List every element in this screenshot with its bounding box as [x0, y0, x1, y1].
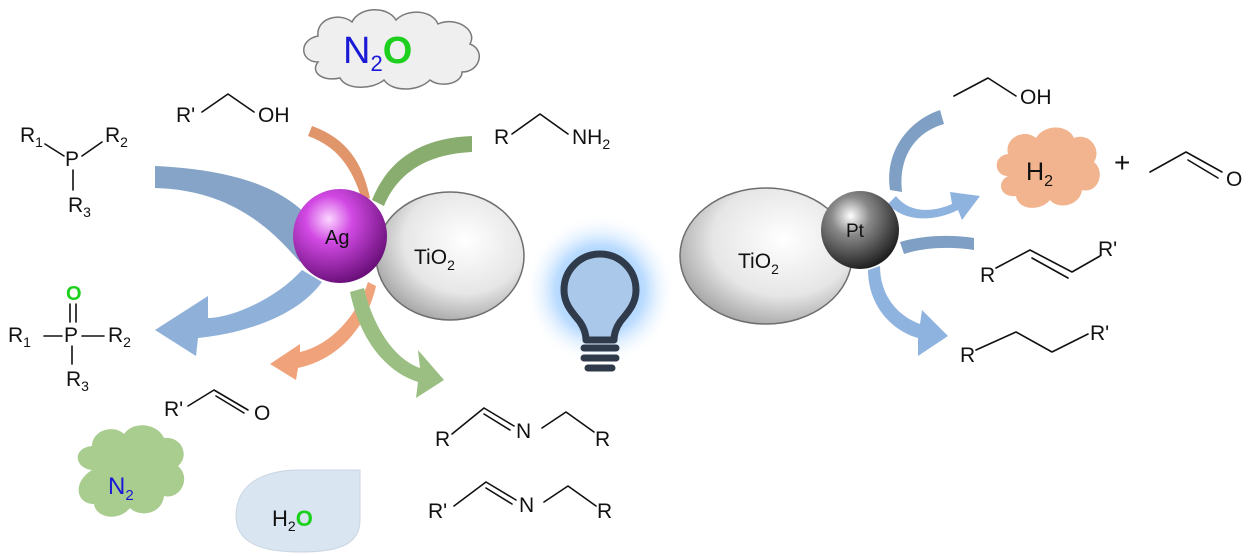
aldehyde-r: R'	[164, 398, 183, 421]
amine-nh2: NH2	[572, 126, 610, 152]
phosphine-r2: R2	[105, 124, 128, 150]
phosphine-molecule: R1 R2 P R3	[20, 124, 128, 220]
imine2-n: N	[519, 494, 534, 517]
phosphine-p: P	[65, 148, 79, 171]
imine1-molecule: R N R	[435, 407, 610, 451]
pt-nanoparticle: Pt	[821, 191, 899, 269]
alkane-molecule: R R'	[960, 322, 1109, 367]
h2-cloud: H2	[996, 127, 1100, 208]
n2o-n: N2O	[343, 30, 412, 76]
amine-molecule: R NH2	[494, 113, 610, 152]
oxide-r3: R3	[66, 368, 89, 394]
n2o-cloud: N2O	[303, 9, 480, 90]
oxide-o: O	[66, 283, 82, 305]
oxide-r2: R2	[108, 324, 131, 350]
imine1-n: N	[516, 420, 531, 443]
blue-arrow-ethanol	[889, 110, 944, 192]
n2-label: N2	[108, 473, 134, 504]
tio2-particle-left: TiO2	[375, 191, 525, 321]
blue-arrow-alkene	[900, 235, 974, 254]
acetaldehyde-o: O	[1226, 168, 1242, 191]
amine-r: R	[494, 126, 509, 149]
lightbulb-icon	[524, 214, 676, 372]
alkane-r2: R'	[1090, 322, 1109, 345]
water-label: H2O	[272, 506, 313, 534]
tio2-left-label: TiO2	[414, 246, 455, 273]
alkene-r: R	[980, 264, 995, 287]
ethanol-molecule: OH	[953, 77, 1052, 109]
orange-arrow-aldehyde	[270, 282, 376, 380]
alcohol-oh: OH	[258, 104, 290, 127]
alkane-r: R	[960, 344, 975, 367]
orange-arrow-alcohol	[308, 126, 370, 200]
tio2-particle-right: TiO2	[679, 187, 853, 325]
imine1-r-left: R	[435, 428, 450, 451]
alkene-r2: R'	[1098, 238, 1117, 261]
plus-sign: +	[1114, 147, 1130, 178]
oxide-p: P	[64, 324, 78, 347]
alcohol-molecule: R' OH	[176, 93, 290, 127]
tio2-right-label: TiO2	[738, 250, 779, 277]
phosphine-r1: R1	[20, 124, 43, 150]
ag-nanoparticle: Ag	[293, 189, 387, 283]
pt-label: Pt	[846, 221, 865, 242]
alkene-molecule: R R'	[980, 238, 1117, 287]
aldehyde-molecule: R' O	[164, 389, 270, 425]
water-drop: H2O	[235, 469, 361, 553]
green-arrow-imine	[350, 288, 444, 398]
acetaldehyde-molecule: O	[1149, 151, 1242, 191]
phosphine-r3: R3	[68, 194, 91, 220]
h2-label: H2	[1026, 158, 1053, 190]
green-arrow-amine	[372, 136, 472, 206]
imine1-r-right: R	[595, 428, 610, 451]
imine2-r-right: R	[597, 500, 612, 523]
blue-arrow-phosphine	[155, 166, 322, 356]
blue-arrow-h2	[888, 192, 980, 220]
phosphine-oxide-molecule: O P R1 R2 R3	[8, 283, 131, 394]
ethanol-oh: OH	[1020, 86, 1052, 109]
aldehyde-o: O	[254, 402, 270, 425]
alcohol-r: R'	[176, 104, 195, 127]
imine2-molecule: R' N R	[428, 481, 612, 523]
imine2-r-left: R'	[428, 500, 447, 523]
ag-label: Ag	[325, 227, 349, 249]
oxide-r1: R1	[8, 324, 31, 350]
n2-cloud: N2	[77, 425, 185, 517]
blue-arrow-alkane	[868, 266, 948, 356]
